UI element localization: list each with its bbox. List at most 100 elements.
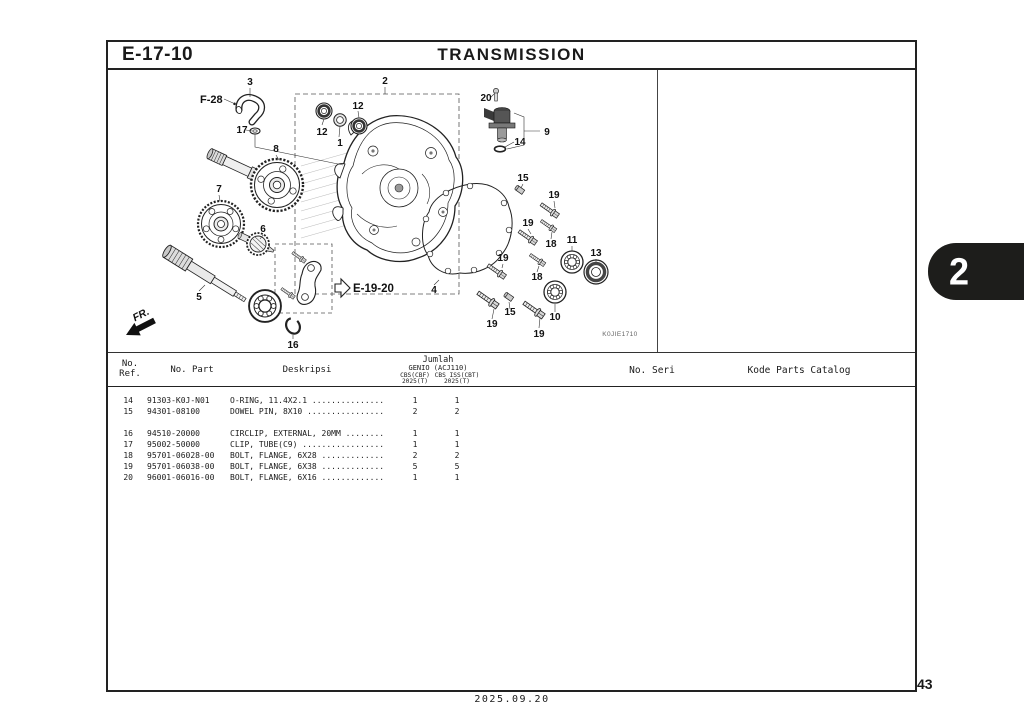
page-number: 43 xyxy=(917,676,933,692)
callout-15: 15 xyxy=(517,173,529,184)
col-header-kode: Kode Parts Catalog xyxy=(747,365,851,376)
cell-q1: 1 xyxy=(412,396,418,405)
bracket-dashed-box xyxy=(274,243,333,314)
cell-desc: BOLT, FLANGE, 6X16 ............. xyxy=(230,473,385,482)
col-header-part: No. Part xyxy=(170,365,214,375)
hatch-shading xyxy=(300,150,355,239)
cell-ref: 19 xyxy=(123,462,133,471)
callout-2: 2 xyxy=(382,76,388,87)
part-seal-13 xyxy=(583,259,609,285)
qty-variant-1: CBS(CBF) xyxy=(400,371,430,379)
cell-q2: 5 xyxy=(454,462,460,471)
callout-12: 12 xyxy=(352,101,364,112)
part-circlip-16 xyxy=(284,317,302,335)
fr-arrow: FR. xyxy=(126,306,156,336)
cell-desc: CLIP, TUBE(C9) ................. xyxy=(230,440,385,449)
cell-part: 94301-08100 xyxy=(147,407,200,416)
cell-part: 91303-K0J-N01 xyxy=(147,396,210,405)
parts-table-header: No. Ref. No. Part Deskripsi Jumlah GENIO… xyxy=(108,353,915,387)
parts-table-body: 14 91303-K0J-N01 O-RING, 11.4X2.1 ........… xyxy=(108,387,915,483)
section-code: E-17-10 xyxy=(122,44,194,65)
cell-q1: 1 xyxy=(412,440,418,449)
cell-part: 95701-06038-00 xyxy=(147,462,215,471)
callout-19: 19 xyxy=(522,218,534,229)
cell-q2: 1 xyxy=(454,440,460,449)
col-header-desc: Deskripsi xyxy=(282,365,332,375)
callout-6: 6 xyxy=(260,224,266,235)
cell-q2: 1 xyxy=(454,473,460,482)
cell-q2: 2 xyxy=(454,451,460,460)
page-header: TRANSMISSION E-17-10 xyxy=(108,42,915,70)
part-bearing-12b xyxy=(350,117,368,135)
part-dowel-15a xyxy=(514,185,526,195)
cell-desc: CIRCLIP, EXTERNAL, 20MM ........ xyxy=(230,429,385,438)
leader-lines xyxy=(198,87,597,339)
table-row: 14 91303-K0J-N01 O-RING, 11.4X2.1 ........… xyxy=(108,395,915,406)
callout-19: 19 xyxy=(533,329,545,340)
callout-19: 19 xyxy=(486,319,498,330)
chapter-tab-number: 2 xyxy=(949,249,970,293)
part-bearing-12a xyxy=(315,102,333,120)
cell-part: 96001-06016-00 xyxy=(147,473,215,482)
part-sensor-9 xyxy=(484,107,516,143)
qty-year-2: 2025(T) xyxy=(443,378,471,385)
qty-variant-2: CBS ISS(CBT) xyxy=(434,371,480,379)
qty-model: GENIO (ACJ110) xyxy=(408,364,468,372)
part-collar-1 xyxy=(333,113,347,127)
diagram-code: K0JIE1710 xyxy=(602,331,637,338)
callout-10: 10 xyxy=(549,312,561,323)
part-dowel-15b xyxy=(503,292,515,302)
callout-3: 3 xyxy=(247,77,253,88)
cell-ref: 15 xyxy=(123,407,133,416)
bearing-lower xyxy=(248,289,282,323)
col-header-ref: No. Ref. xyxy=(119,359,141,379)
diagram-divider xyxy=(657,70,658,352)
col-header-seri: No. Seri xyxy=(629,365,675,376)
part-bolt-20 xyxy=(493,88,499,102)
callout-11: 11 xyxy=(567,235,578,246)
qty-year-1: 2025(T) xyxy=(401,378,429,385)
callout-13: 13 xyxy=(590,248,602,259)
cell-part: 95701-06028-00 xyxy=(147,451,215,460)
part-cover-2 xyxy=(332,115,464,263)
part-gear-8 xyxy=(249,157,305,213)
part-tube-3 xyxy=(235,94,266,126)
callout-15: 15 xyxy=(504,307,516,318)
callout-7: 7 xyxy=(216,184,222,195)
cell-q1: 1 xyxy=(412,473,418,482)
cell-desc: DOWEL PIN, 8X10 ................ xyxy=(230,407,385,416)
cell-ref: 18 xyxy=(123,451,133,460)
cell-ref: 14 xyxy=(123,396,133,405)
part-bearing-11 xyxy=(560,250,584,274)
cell-q2: 1 xyxy=(454,396,460,405)
part-shaft-5 xyxy=(162,244,247,303)
part-pinion-6 xyxy=(237,232,275,256)
cell-desc: BOLT, FLANGE, 6X38 ............. xyxy=(230,462,385,471)
callout-20: 20 xyxy=(480,93,492,104)
part-gasket-4 xyxy=(422,182,513,275)
cell-ref: 17 xyxy=(123,440,133,449)
cell-q1: 2 xyxy=(412,451,418,460)
part-oring-14 xyxy=(493,145,507,153)
callout-18: 18 xyxy=(545,239,557,250)
callout-9: 9 xyxy=(544,127,550,138)
e1920-pointer: E-19-20 xyxy=(334,277,394,299)
callout-18: 18 xyxy=(531,272,543,283)
callout-17: 17 xyxy=(236,125,248,136)
label-f28: F-28 xyxy=(200,94,223,106)
cell-ref: 16 xyxy=(123,429,133,438)
col-header-qty: Jumlah GENIO (ACJ110) CBS(CBF) CBS ISS(C… xyxy=(368,353,508,386)
page-frame: TRANSMISSION E-17-10 xyxy=(106,40,917,692)
table-row: 19 95701-06038-00 BOLT, FLANGE, 6X38 .....… xyxy=(108,461,915,472)
callout-16: 16 xyxy=(287,340,299,351)
callout-5: 5 xyxy=(196,292,202,303)
cell-desc: O-RING, 11.4X2.1 ............... xyxy=(230,396,385,405)
cell-q2: 1 xyxy=(454,429,460,438)
cell-q1: 2 xyxy=(412,407,418,416)
part-bracket xyxy=(279,250,322,305)
page-title: TRANSMISSION xyxy=(437,45,586,64)
